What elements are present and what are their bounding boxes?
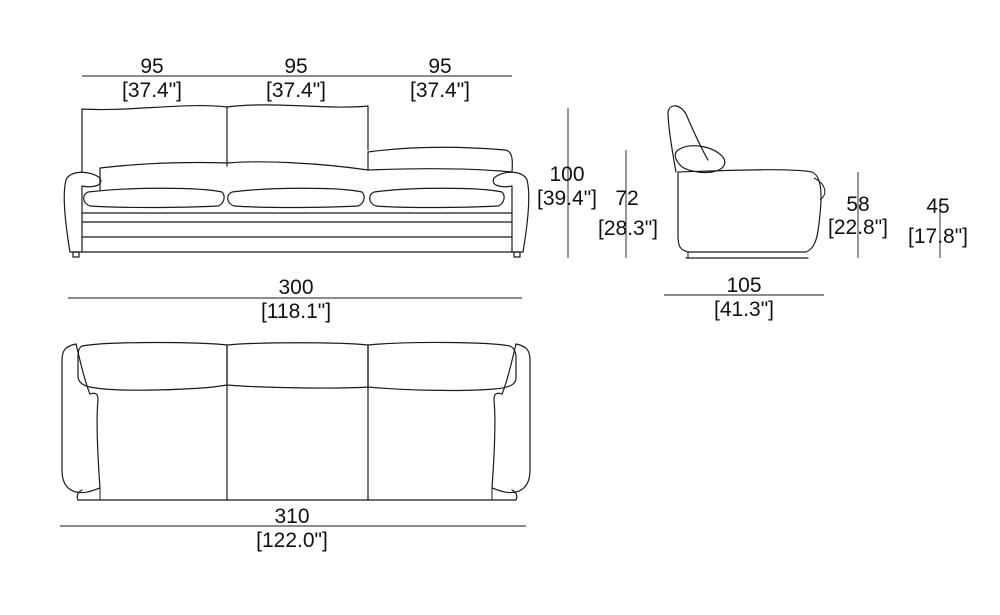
- depth-cm: 105: [726, 274, 761, 297]
- foot-right: [513, 251, 521, 258]
- seat-2-in: [37.4"]: [266, 79, 326, 102]
- arm-height-in: [28.3"]: [598, 217, 658, 240]
- seat-1-in: [37.4"]: [122, 79, 182, 102]
- height-in: [39.4"]: [537, 187, 597, 210]
- back-cushion-right: [367, 146, 513, 173]
- overall-width-in: [122.0"]: [256, 529, 328, 552]
- back-cushion-left: [81, 104, 228, 173]
- height-cm: 100: [549, 163, 584, 186]
- side-body: [677, 169, 822, 253]
- arm-left: [63, 171, 102, 253]
- seat-3-cm: 95: [428, 55, 451, 78]
- top-view: [60, 297, 531, 527]
- seat-backrest: [99, 161, 369, 191]
- top-arm-left: [61, 343, 101, 494]
- side-pillow: [674, 145, 726, 174]
- overall-width-cm: 310: [274, 505, 309, 528]
- arm-right: [492, 171, 530, 253]
- arm-height-cm: 72: [615, 187, 638, 210]
- top-arm-right: [491, 343, 531, 494]
- seat-width-cm: 300: [278, 276, 313, 299]
- side-view: [664, 105, 941, 296]
- seat-3-in: [37.4"]: [410, 79, 470, 102]
- seat-1-cm: 95: [140, 55, 163, 78]
- seat-2-cm: 95: [284, 55, 307, 78]
- seat-cushion-left: [83, 187, 225, 209]
- seat-cushion-middle: [227, 187, 365, 209]
- top-back-cushion-left: [77, 341, 228, 391]
- back-cushion-middle: [226, 104, 369, 151]
- dimension-labels: 95 [37.4"] 95 [37.4"] 95 [37.4"] 100 [39…: [122, 55, 968, 552]
- front-view: [63, 75, 627, 258]
- top-front-edge: [76, 489, 518, 501]
- side-arm-roll: [813, 177, 826, 201]
- seat-height-cm: 45: [926, 195, 949, 218]
- top-back-cushion-right: [367, 341, 517, 392]
- depth-in: [41.3"]: [714, 298, 774, 321]
- foot-left: [72, 251, 80, 258]
- seat-back-height-in: [22.8"]: [828, 216, 888, 239]
- seat-back-height-cm: 58: [846, 193, 869, 216]
- seat-height-in: [17.8"]: [908, 225, 968, 248]
- top-back-cushion-middle: [226, 342, 369, 389]
- seat-cushion-right: [369, 187, 505, 209]
- seat-width-in: [118.1"]: [261, 300, 331, 323]
- side-back-cushion: [667, 105, 709, 173]
